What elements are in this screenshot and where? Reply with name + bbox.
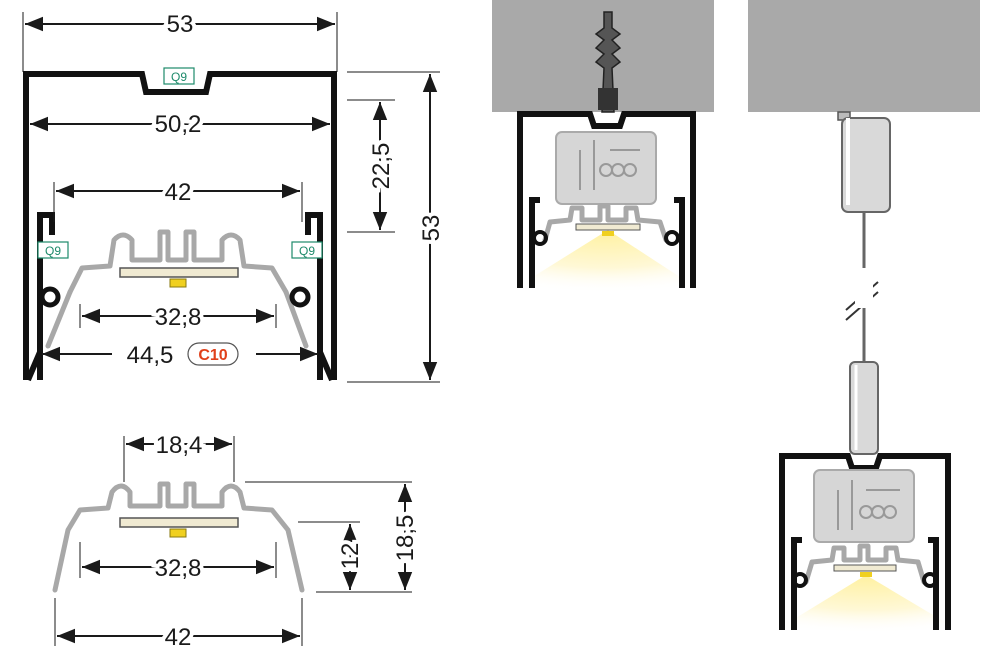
ceiling-block-2	[748, 0, 980, 112]
profile-body	[517, 111, 696, 288]
cable-gripper	[849, 361, 879, 455]
suspended-illustration	[748, 0, 980, 640]
dim-opening-width: 44,5	[127, 342, 174, 369]
dim2-total-height: 18,5	[392, 515, 419, 562]
tag-q9-right: Q9	[299, 244, 315, 258]
wall-plug	[594, 11, 622, 113]
diffuser-cross-section-dimensioned: 18,4 32,8 42 12 18,5	[52, 428, 423, 655]
dim-inner-width: 50,2	[155, 111, 202, 138]
tag-c10: C10	[198, 347, 227, 364]
dim-led-width: 32,8	[155, 304, 202, 331]
profile-body-2	[779, 453, 951, 630]
driver-box	[555, 131, 657, 205]
light-cone	[496, 230, 715, 300]
dim-total-height: 53	[418, 215, 445, 242]
canopy	[841, 117, 891, 213]
dim2-top-width: 18,4	[156, 432, 203, 459]
dim2-bottom-width: 42	[165, 624, 192, 651]
profile-cross-section-dimensioned: 53 Q9 Q9 Q9 50,2 42 32,8	[22, 7, 449, 383]
dim-outer-width: 53	[167, 11, 194, 38]
tag-q9-left: Q9	[45, 244, 61, 258]
ceiling-mounted-illustration	[492, 0, 715, 300]
tag-q9-top: Q9	[171, 70, 187, 84]
dim-top-height: 22,5	[368, 143, 395, 190]
dim-diffuser-width: 42	[165, 179, 192, 206]
dim2-inner-height: 12	[337, 543, 364, 570]
screw-head	[598, 88, 618, 110]
dim2-led-width: 32,8	[155, 555, 202, 582]
